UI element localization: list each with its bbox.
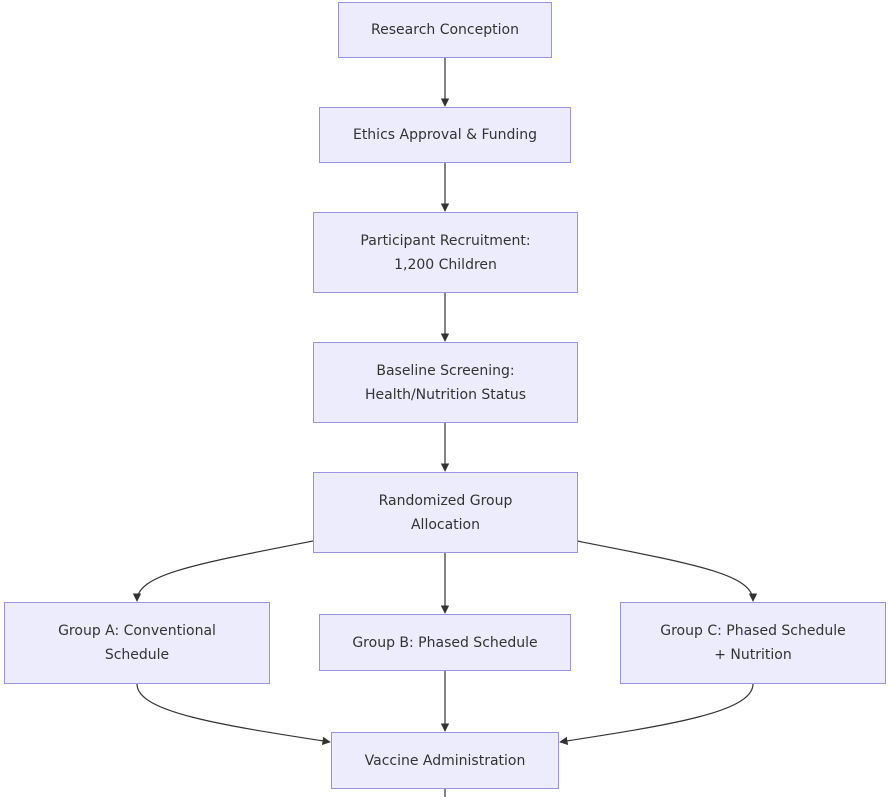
node-label-line: Health/Nutrition Status	[364, 386, 527, 403]
node-group-c: Group C: Phased Schedule + Nutrition	[620, 602, 886, 684]
node-ethics-approval: Ethics Approval & Funding	[319, 107, 571, 163]
node-group-b: Group B: Phased Schedule	[319, 614, 571, 671]
edge-group-c-to-vaccine	[559, 683, 754, 745]
node-label-line: Baseline Screening:	[376, 362, 515, 379]
node-participant-recruitment: Participant Recruitment: 1,200 Children	[313, 212, 578, 293]
node-label-line: Ethics Approval & Funding	[352, 127, 538, 143]
node-research-conception: Research Conception	[338, 2, 552, 58]
edge-allocation-to-group-c	[576, 540, 758, 602]
node-label-line: Schedule	[104, 647, 170, 663]
node-label-line: Participant Recruitment:	[360, 232, 531, 249]
node-label-line: Randomized Group	[378, 492, 513, 509]
node-label-line: Research Conception	[371, 22, 519, 38]
node-label-line: 1,200 Children	[394, 256, 497, 273]
node-label-line: Allocation	[410, 516, 480, 533]
node-label-line: Vaccine Administration	[364, 752, 526, 769]
node-label-line: Group B: Phased Schedule	[352, 634, 538, 651]
node-label-line: Group A: Conventional	[58, 623, 216, 639]
edge-allocation-to-group-a	[132, 540, 314, 602]
node-baseline-screening: Baseline Screening: Health/Nutrition Stat…	[313, 342, 578, 423]
node-vaccine-administration: Vaccine Administration	[331, 732, 559, 789]
node-label-line: + Nutrition	[714, 647, 792, 663]
edge-group-a-to-vaccine	[136, 683, 331, 745]
node-label-line: Group C: Phased Schedule	[660, 623, 846, 639]
